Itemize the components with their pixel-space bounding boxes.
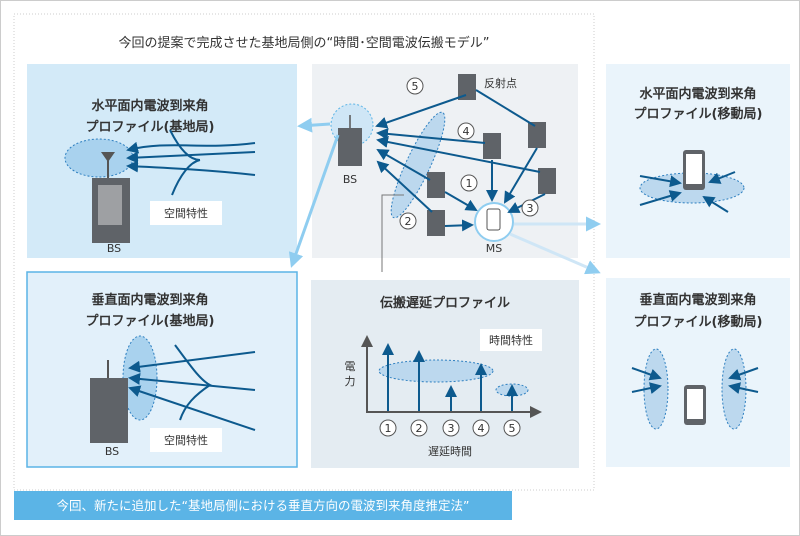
station-label: BS [105, 445, 119, 458]
y-axis-label: 電 [345, 360, 356, 373]
diagram-title: 今回の提案で完成させた基地局側の“時間･空間電波伝搬モデル” [119, 35, 490, 51]
ms-vertical-panel: 垂直面内電波到来角 プロファイル(移動局) [606, 278, 790, 467]
bs-building-icon [338, 115, 362, 166]
callout-text: 時間特性 [489, 333, 533, 347]
svg-text:5: 5 [412, 80, 419, 93]
connector-arrow [509, 232, 601, 275]
panel-title: 垂直面内電波到来角 [639, 292, 756, 308]
svg-text:2: 2 [416, 422, 423, 435]
panel-title: 水平面内電波到来角 [91, 98, 208, 114]
callout-box [150, 201, 222, 225]
propagation-scene: BS MS 反射点 1 2 3 4 5 [312, 64, 578, 272]
station-label: BS [107, 242, 121, 255]
connector-arrow [288, 134, 340, 268]
ms-horizontal-panel: 水平面内電波到来角 プロファイル(移動局) [606, 64, 790, 258]
ms-label: MS [486, 242, 502, 255]
svg-text:2: 2 [405, 215, 412, 228]
path-number-badges: 1 2 3 4 5 [399, 77, 539, 230]
building-icon [90, 360, 128, 443]
reflector-buildings [427, 74, 556, 236]
x-tick-badges: 1 2 3 4 5 [379, 419, 521, 437]
bs-vertical-panel: 垂直面内電波到来角 プロファイル(基地局) 空間特性 BS [26, 271, 298, 468]
banner-text: 今回、新たに追加した“基地局側における垂直方向の電波到来角度推定法” [57, 498, 470, 513]
svg-text:1: 1 [385, 422, 392, 435]
svg-text:5: 5 [509, 422, 516, 435]
connector-arrow [297, 117, 331, 133]
panel-subtitle: プロファイル(移動局) [634, 106, 763, 122]
angle-spread-ellipse [64, 138, 134, 178]
panel-title: 垂直面内電波到来角 [91, 292, 208, 308]
svg-text:1: 1 [466, 177, 473, 190]
y-axis-label: 力 [345, 375, 356, 388]
svg-text:4: 4 [478, 422, 485, 435]
panel-subtitle: プロファイル(基地局) [86, 119, 215, 135]
x-axis-label: 遅延時間 [428, 445, 472, 458]
svg-text:3: 3 [527, 202, 534, 215]
bs-horizontal-panel: 水平面内電波到来角 プロファイル(基地局) 空間特性 BS [27, 64, 297, 258]
callout-text: 空間特性 [164, 206, 208, 220]
bs-label: BS [343, 173, 357, 186]
ms-phone-icon [486, 208, 501, 231]
panel-subtitle: プロファイル(基地局) [86, 313, 215, 329]
svg-text:3: 3 [448, 422, 455, 435]
delay-profile-panel: 伝搬遅延プロファイル 電 力 時間特性 1 2 3 4 5 遅延時間 [311, 280, 579, 468]
banner [14, 491, 512, 520]
panel-subtitle: プロファイル(移動局) [634, 314, 763, 330]
svg-text:4: 4 [463, 125, 470, 138]
callout-text: 空間特性 [164, 433, 208, 447]
building-icon [92, 152, 130, 243]
panel-title: 伝搬遅延プロファイル [380, 295, 510, 311]
panel-title: 水平面内電波到来角 [639, 86, 756, 102]
reflector-label: 反射点 [484, 76, 517, 90]
